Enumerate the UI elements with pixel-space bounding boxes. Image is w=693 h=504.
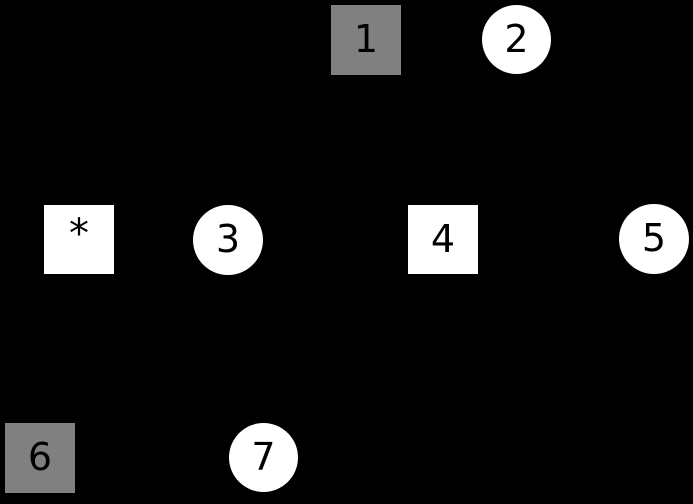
node-1[interactable]: 1 xyxy=(331,5,401,75)
node-4-label: 4 xyxy=(430,216,456,261)
node-1-label: 1 xyxy=(353,17,379,61)
node-6[interactable]: 6 xyxy=(5,423,75,493)
node-2[interactable]: 2 xyxy=(482,5,551,74)
node-5[interactable]: 5 xyxy=(619,204,689,274)
node-5-label: 5 xyxy=(641,216,667,260)
node-7-label: 7 xyxy=(251,434,276,479)
node-6-label: 6 xyxy=(27,435,53,479)
node-7[interactable]: 7 xyxy=(229,423,298,492)
node-4[interactable]: 4 xyxy=(408,205,478,274)
node-star-label: * xyxy=(69,210,89,257)
node-3[interactable]: 3 xyxy=(193,205,263,275)
node-2-label: 2 xyxy=(504,16,529,61)
node-star[interactable]: * xyxy=(44,205,114,274)
node-3-label: 3 xyxy=(215,217,241,261)
